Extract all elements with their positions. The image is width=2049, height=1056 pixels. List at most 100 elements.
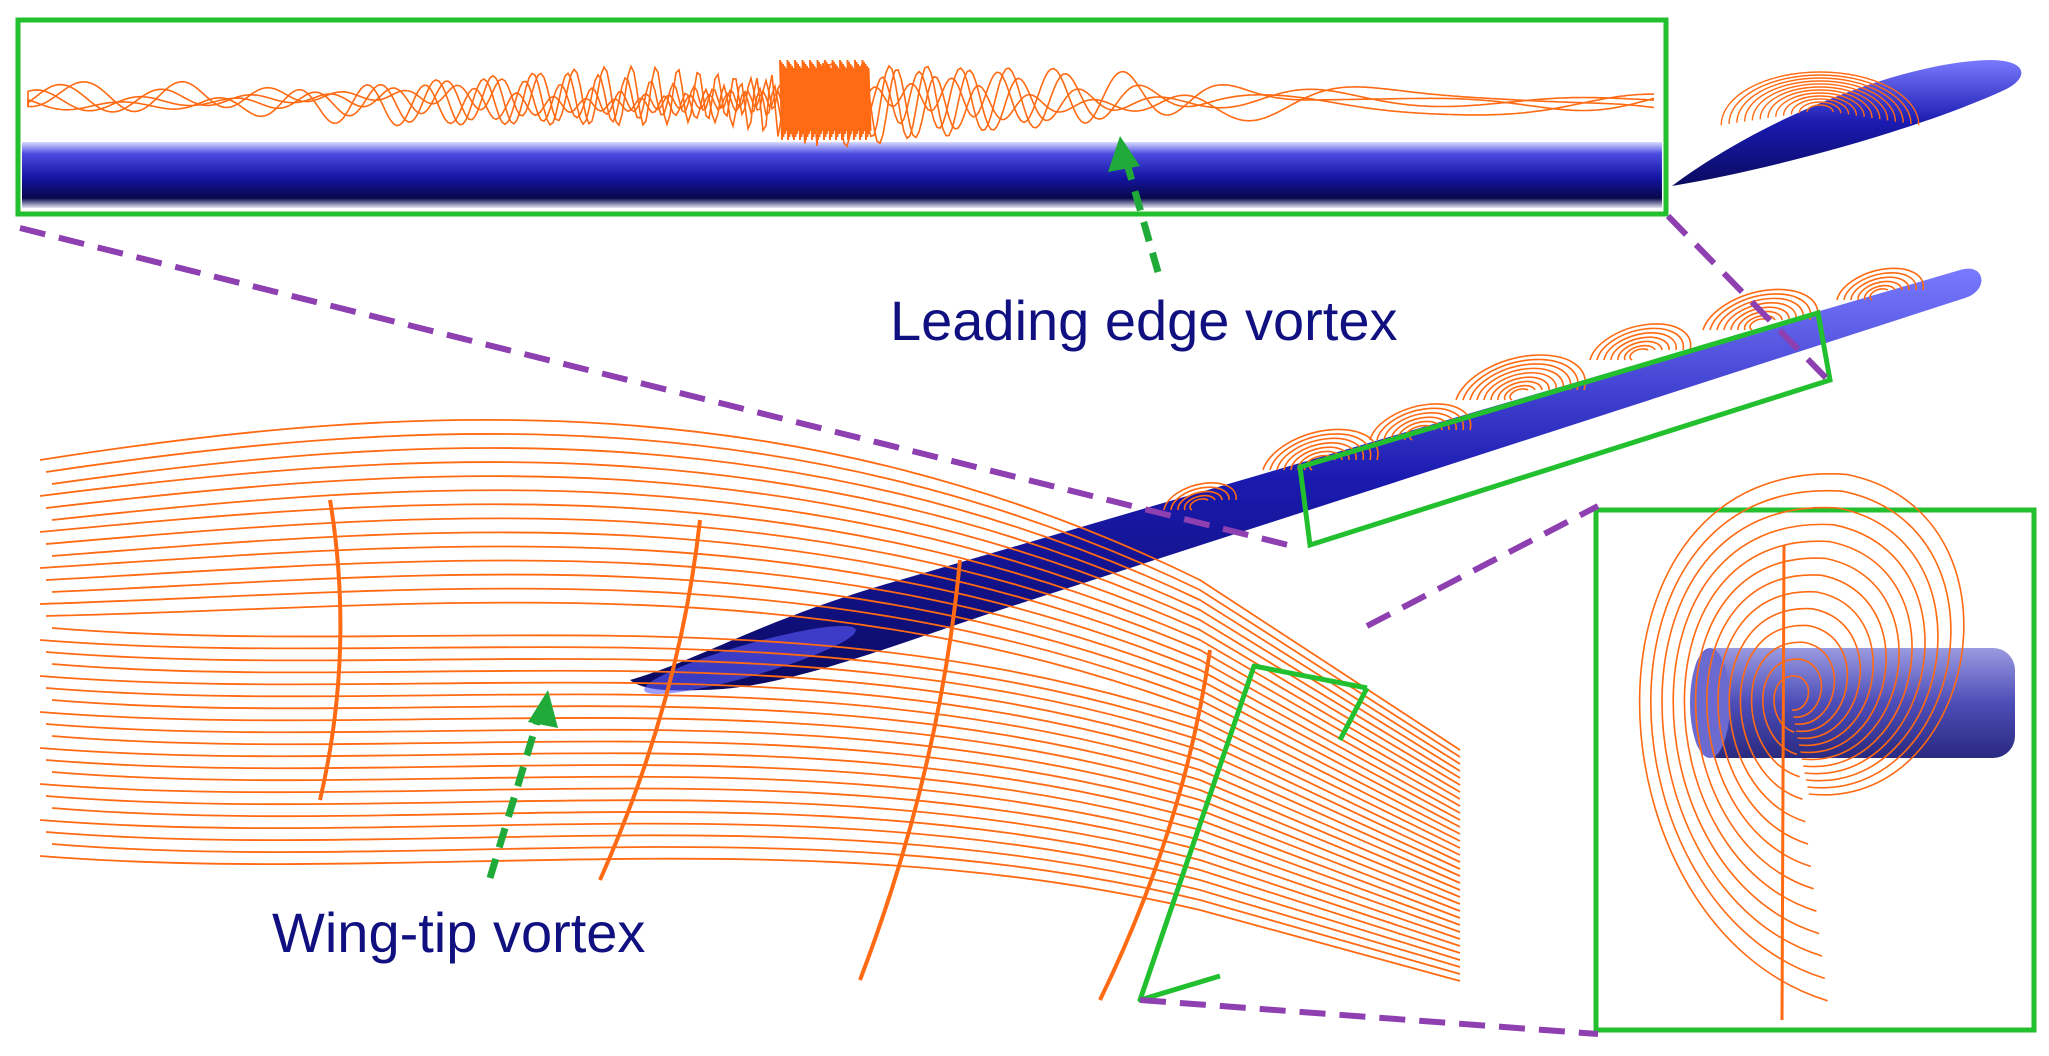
wake-streamline [51, 447, 1461, 765]
wing-tip-inset [1593, 473, 2037, 1033]
wake-timeline [858, 559, 962, 981]
lev-loop [1589, 323, 1692, 361]
lev-loop [1189, 498, 1209, 511]
airfoil-loop [1806, 104, 1834, 113]
wake-streamline [39, 545, 1461, 814]
lev-loop [1843, 272, 1917, 301]
wake-timeline [318, 499, 343, 801]
lev-loop [1497, 380, 1543, 401]
wake-streamline [39, 711, 1461, 898]
lev-loop [1610, 336, 1670, 361]
wake-streamline [39, 639, 1461, 856]
wake-streamline [39, 587, 1461, 835]
lev-loop [1603, 332, 1677, 361]
wake-streamline [45, 433, 1461, 758]
leading-edge-streamlines [27, 59, 1655, 149]
zoom-line-right-top [1365, 503, 1600, 629]
lev-loop [1623, 344, 1656, 361]
lev-loop [1503, 384, 1536, 401]
wake-streamline [51, 627, 1461, 849]
wake-streamline [45, 759, 1461, 926]
lev-loop [1490, 376, 1550, 401]
wake-streamline [39, 855, 1461, 982]
inset-wing-tube [22, 142, 1662, 208]
lev-loop [1509, 388, 1529, 401]
wake-streamline [39, 503, 1461, 793]
wing-body [630, 268, 1982, 691]
wake-streamline [45, 687, 1461, 884]
tip-vortex-loop [1717, 591, 1874, 845]
lev-loop [1163, 482, 1237, 511]
lev-loop [1455, 354, 1587, 401]
tip-vortex-loop [1661, 506, 1939, 957]
tip-vortex-loop [1728, 607, 1861, 823]
airfoil-section-view [1672, 60, 2022, 186]
wake-streamline [51, 573, 1461, 828]
lev-loop [1709, 293, 1812, 331]
wing-selection-frame [1297, 309, 1833, 549]
wake-streamline [45, 601, 1461, 842]
lev-loop [1483, 372, 1557, 401]
airfoil-loop [1728, 74, 1912, 125]
wake-streamline [51, 531, 1461, 807]
tip-vortex-loop [1739, 624, 1848, 800]
wake-streamline [39, 675, 1461, 877]
wake-streamline [39, 461, 1461, 772]
lev-loop [1476, 367, 1565, 401]
lev-loop [1723, 302, 1797, 331]
wake-streamline [39, 418, 1461, 751]
leading-edge-inset [15, 17, 1669, 217]
lev-loop [1183, 494, 1216, 511]
airfoil-loop [1751, 83, 1889, 121]
wake-streamline [45, 559, 1461, 821]
tip-vortex-core-line [1780, 544, 1786, 1021]
inset-rod [1695, 648, 2015, 758]
lev-loop [1177, 490, 1223, 511]
lev-loop [1617, 340, 1663, 361]
lev-loop [1716, 297, 1805, 331]
wake-streamline [51, 807, 1461, 954]
airfoil-loop [1743, 80, 1897, 122]
airfoil-loop [1790, 98, 1850, 115]
airfoil-shape [1672, 60, 2022, 186]
wake-streamline [45, 651, 1461, 863]
zoom-line-right-bottom [1139, 997, 1599, 1037]
airfoil-loop [1767, 89, 1873, 119]
lev-loop [1869, 288, 1889, 301]
wake-streamline [51, 735, 1461, 912]
lev-loop [1850, 276, 1910, 301]
lev-loop [1596, 327, 1685, 361]
leading-edge-vortex-label: Leading edge vortex [890, 289, 1398, 352]
wake-streamline [51, 771, 1461, 933]
lev-loop [1702, 288, 1819, 331]
lev-loop [1743, 314, 1776, 331]
wing-tip-arrow-head [528, 690, 558, 728]
tip-vortex-loop [1694, 557, 1900, 890]
wake-streamline [51, 699, 1461, 891]
wing-tip-vortex-streamlines [1638, 473, 1965, 1021]
wake-streamline [45, 517, 1461, 800]
lev-loop [1170, 486, 1230, 511]
airfoil-loop [1720, 71, 1920, 126]
airfoil-loop [1775, 92, 1865, 117]
wake-streamline [39, 747, 1461, 919]
airfoil-loop [1798, 101, 1842, 114]
lev-loop [1469, 363, 1572, 401]
wake-streamline [45, 723, 1461, 905]
zoom-connectors [19, 213, 1833, 1037]
wake-streamline [39, 819, 1461, 961]
tip-vortex-loop [1762, 658, 1823, 756]
airfoil-loop [1782, 95, 1858, 116]
wake-streamline [51, 489, 1461, 786]
tip-vortex-loop [1773, 675, 1810, 733]
leading-edge-arrow-shaft [1122, 159, 1162, 273]
tip-vortex-loop [1650, 490, 1952, 980]
tip-vortex-loop [1672, 523, 1926, 935]
top-vortex-core [779, 59, 872, 141]
wake-timeline [1098, 649, 1212, 1001]
wing-tip-streamlines [39, 418, 1461, 1001]
leading-edge-arrow-head [1108, 136, 1140, 172]
tip-vortex-loop [1638, 473, 1965, 1002]
wake-streamline [45, 831, 1461, 968]
